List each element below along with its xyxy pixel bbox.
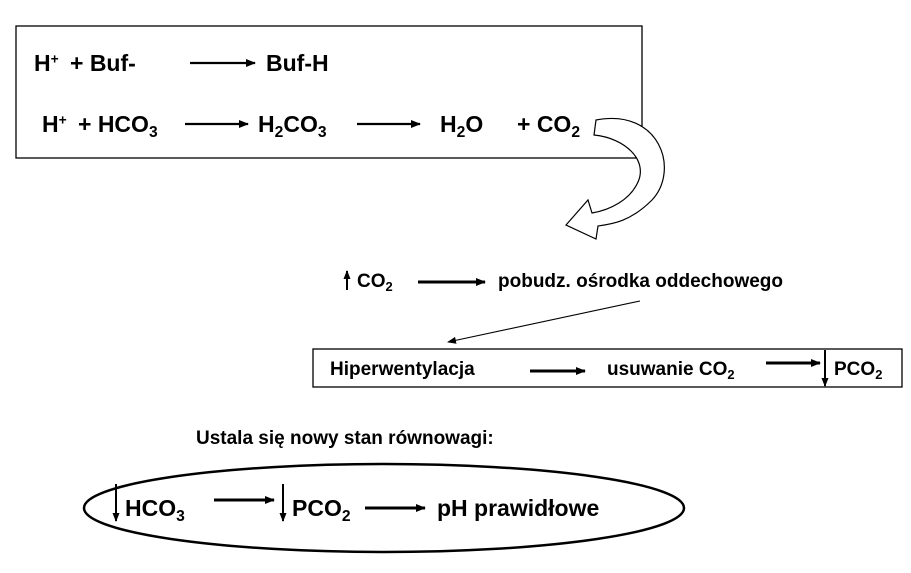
co2-removal-label: usuwanie CO2 bbox=[607, 359, 735, 383]
equilibrium-ph: pH prawidłowe bbox=[437, 495, 600, 521]
row2-h-plus: H+ bbox=[42, 111, 67, 137]
diagonal-arrow bbox=[447, 300, 641, 344]
respiratory-co2: CO2 bbox=[357, 271, 393, 295]
row2-co2: + CO2 bbox=[517, 111, 581, 141]
hyperventilation-label: Hiperwentylacja bbox=[330, 359, 475, 380]
reaction-box bbox=[15, 25, 643, 159]
equilibrium-pco2: PCO2 bbox=[292, 495, 351, 525]
equilibrium-title: Ustala się nowy stan równowagi: bbox=[196, 428, 494, 449]
row2-h2co3: H2CO3 bbox=[258, 111, 327, 141]
row1-h-plus: H+ bbox=[34, 50, 59, 76]
row2-plus-hco3: + HCO3 bbox=[78, 111, 158, 141]
equilibrium-ellipse bbox=[82, 462, 686, 554]
respiratory-stimulation: pobudz. ośrodka oddechowego bbox=[498, 271, 783, 292]
pco2-label: PCO2 bbox=[834, 359, 883, 383]
equilibrium-hco3: HCO3 bbox=[125, 495, 185, 525]
curved-block-arrow bbox=[565, 117, 665, 240]
hyperventilation-box bbox=[312, 348, 903, 388]
row1-buf-h: Buf-H bbox=[266, 50, 329, 76]
row1-plus-buf: + Buf- bbox=[70, 50, 136, 76]
row2-h2o: H2O bbox=[440, 111, 484, 141]
